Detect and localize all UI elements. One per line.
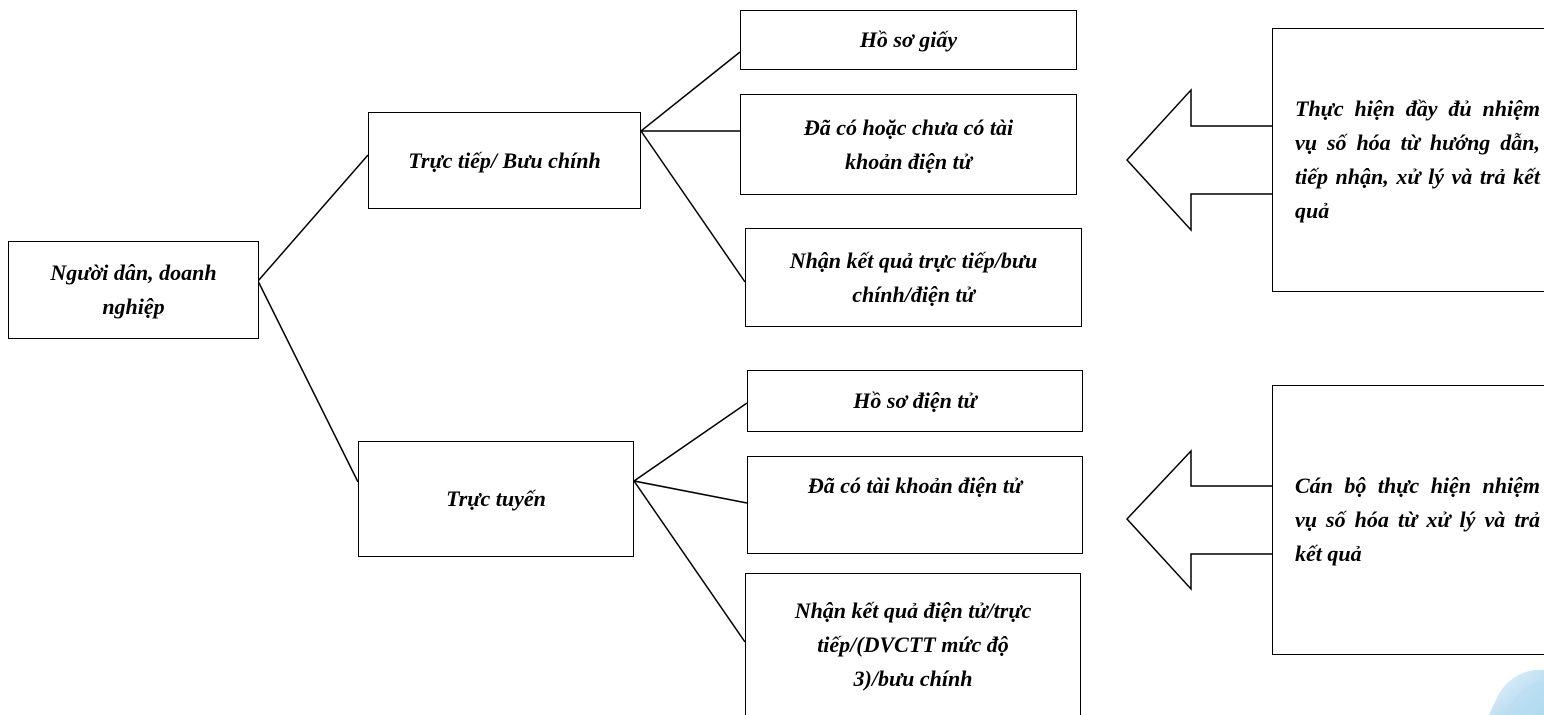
root-node: Người dân, doanh nghiệp	[8, 241, 259, 339]
note-staff-digitization: Cán bộ thực hiện nhiệm vụ số hóa từ xử l…	[1272, 385, 1544, 655]
connector-online-to-result	[633, 480, 746, 643]
branch-online-label: Trực tuyến	[446, 486, 546, 511]
leaf-result-online: Nhận kết quả điện tử/trực tiếp/(DVCTT mứ…	[745, 573, 1081, 715]
leaf-electronic-dossier-label: Hồ sơ điện tử	[853, 388, 977, 413]
leaf-paper-dossier-label: Hồ sơ giấy	[859, 27, 958, 52]
leaf-result-direct-label: Nhận kết quả trực tiếp/bưu chính/điện tử	[789, 247, 1038, 307]
leaf-paper-dossier: Hồ sơ giấy	[740, 10, 1077, 70]
connector-root-to-direct	[257, 154, 369, 282]
branch-direct-postal-label: Trực tiếp/ Bưu chính	[408, 147, 601, 173]
note-full-digitization-text: Thực hiện đầy đủ nhiệm vụ số hóa từ hướn…	[1295, 96, 1540, 223]
leaf-result-direct: Nhận kết quả trực tiếp/bưu chính/điện tử	[745, 228, 1082, 327]
leaf-electronic-dossier: Hồ sơ điện tử	[747, 370, 1083, 432]
leaf-account-optional: Đã có hoặc chưa có tài khoản điện tử	[740, 94, 1077, 195]
leaf-account-optional-label: Đã có hoặc chưa có tài khoản điện tử	[803, 114, 1014, 174]
note-staff-digitization-text: Cán bộ thực hiện nhiệm vụ số hóa từ xử l…	[1295, 473, 1540, 566]
connector-online-to-account	[633, 480, 748, 504]
branch-direct-postal: Trực tiếp/ Bưu chính	[368, 112, 641, 209]
leaf-account-existing: Đã có tài khoản điện tử	[747, 456, 1083, 554]
connector-online-to-efile	[633, 402, 748, 482]
branch-online: Trực tuyến	[358, 441, 634, 557]
root-node-label: Người dân, doanh nghiệp	[50, 260, 217, 319]
leaf-result-online-label: Nhận kết quả điện tử/trực tiếp/(DVCTT mứ…	[794, 597, 1032, 691]
connector-root-to-online	[257, 280, 359, 483]
decorative-swirl-icon	[1489, 669, 1544, 715]
arrow-left-icon	[1125, 88, 1275, 232]
arrow-left-icon	[1125, 449, 1275, 591]
note-full-digitization: Thực hiện đầy đủ nhiệm vụ số hóa từ hướn…	[1272, 28, 1544, 292]
connector-direct-to-result	[640, 130, 746, 283]
leaf-account-existing-label: Đã có tài khoản điện tử	[807, 473, 1023, 498]
connector-direct-to-paper	[640, 51, 741, 132]
